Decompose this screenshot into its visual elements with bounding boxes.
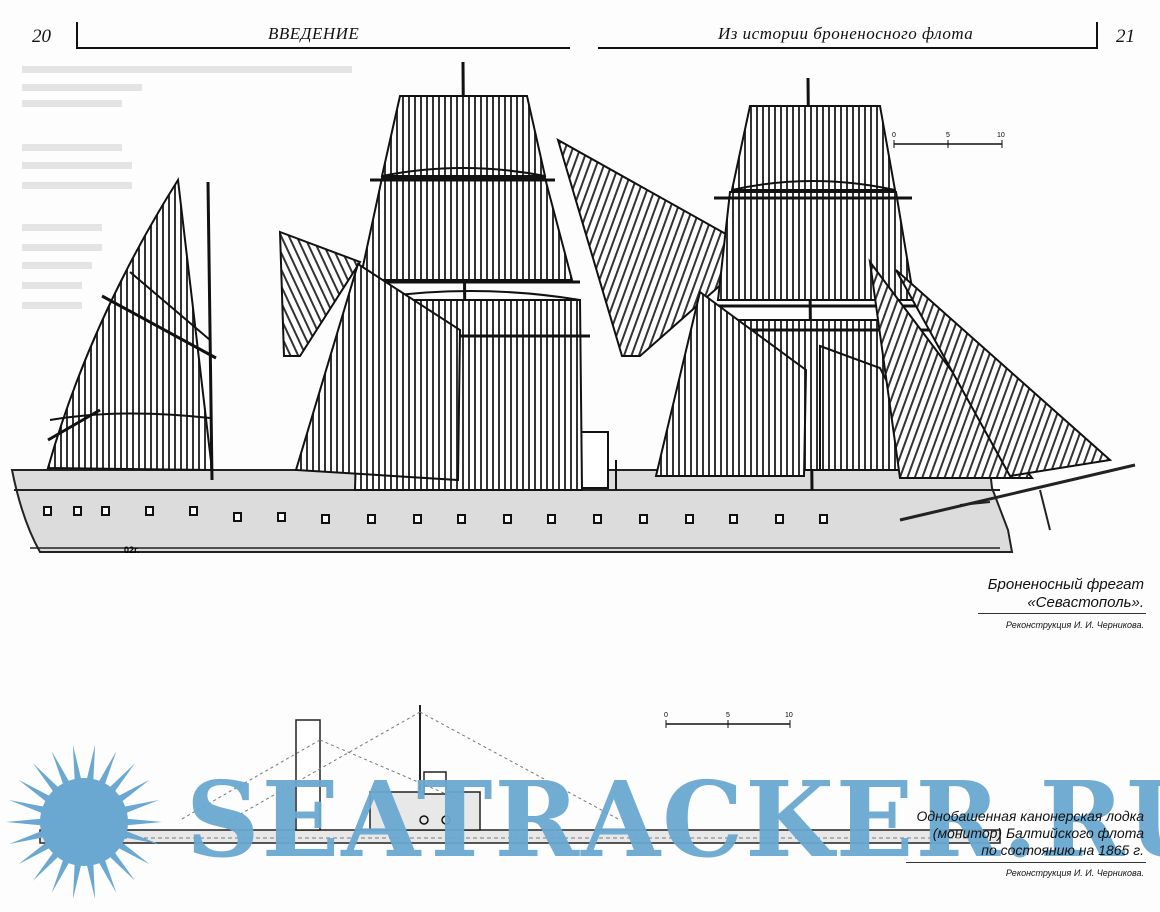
sun-ray bbox=[6, 818, 45, 826]
svg-text:10: 10 bbox=[785, 712, 793, 719]
frigate-scale-bar: 0 5 10 bbox=[892, 132, 1005, 148]
frigate-credit-wrap: Реконструкция И. И. Черникова. bbox=[1006, 614, 1144, 630]
frigate-caption-rule bbox=[978, 613, 1146, 614]
monitor-caption-rule bbox=[906, 862, 1146, 863]
sun-ray bbox=[72, 744, 82, 784]
sun-ray bbox=[32, 849, 61, 881]
frigate-hull-mark: 02г. bbox=[124, 545, 139, 555]
left-page-number: 20 bbox=[32, 26, 51, 47]
header-rule-right-tick bbox=[1096, 22, 1098, 49]
sun-ray bbox=[9, 800, 47, 815]
sun-ray bbox=[121, 829, 159, 844]
svg-text:0: 0 bbox=[892, 132, 896, 139]
svg-text:5: 5 bbox=[726, 712, 730, 719]
monitor-caption-line1: Однобашенная канонерская лодка bbox=[916, 808, 1145, 824]
right-running-head: Из истории броненосного флота bbox=[718, 24, 974, 43]
monitor-caption: Однобашенная канонерская лодка (монитор)… bbox=[917, 808, 1145, 859]
sun-ray bbox=[51, 856, 71, 893]
monitor-caption-line3: по состоянию на 1865 г. bbox=[981, 842, 1144, 858]
sun-ray bbox=[115, 779, 150, 804]
header-rule-left bbox=[76, 47, 570, 49]
frigate-caption-line1: Броненосный фрегат bbox=[987, 576, 1144, 593]
sun-ray bbox=[18, 840, 53, 865]
monitor-scale-bar: 0 5 10 bbox=[664, 712, 793, 728]
sun-ray bbox=[107, 849, 136, 881]
frigate-credit: Реконструкция И. И. Черникова. bbox=[1005, 620, 1144, 630]
sun-ray bbox=[121, 800, 159, 815]
sun-ray bbox=[72, 860, 82, 900]
sun-ray bbox=[97, 856, 117, 893]
left-running-head: ВВЕДЕНИЕ bbox=[268, 24, 360, 43]
header-rule-right bbox=[598, 47, 1098, 49]
svg-text:10: 10 bbox=[997, 132, 1005, 139]
sun-ray bbox=[86, 860, 96, 900]
monitor-caption-line2: (монитор) Балтийского флота bbox=[932, 825, 1144, 841]
sun-burst-icon bbox=[6, 744, 162, 900]
header-rule-left-tick bbox=[76, 22, 78, 48]
monitor-credit: Реконструкция И. И. Черникова. bbox=[1005, 868, 1144, 878]
sun-ray bbox=[115, 840, 150, 865]
frigate-portholes bbox=[43, 506, 828, 524]
sun-ray bbox=[123, 818, 162, 826]
monitor-drawing: 0 5 10 bbox=[39, 705, 1001, 844]
sun-ray bbox=[9, 829, 47, 844]
sun-ray bbox=[32, 763, 61, 795]
watermark-text: SEATRACKER.RU bbox=[186, 758, 1160, 881]
sun-ray bbox=[51, 751, 71, 788]
monitor-credit-wrap: Реконструкция И. И. Черникова. bbox=[1006, 862, 1144, 878]
right-page-number: 21 bbox=[1116, 26, 1135, 47]
frigate-sevastopol-drawing: 02г. bbox=[10, 61, 1136, 555]
sun-ray bbox=[86, 744, 96, 784]
svg-text:5: 5 bbox=[946, 132, 950, 139]
svg-text:0: 0 bbox=[664, 712, 668, 719]
frigate-caption-line2: «Севастополь». bbox=[1027, 594, 1144, 611]
sun-ray bbox=[97, 751, 117, 788]
frigate-caption: Броненосный фрегат «Севастополь». bbox=[988, 576, 1144, 612]
sun-ray bbox=[18, 779, 53, 804]
sun-ray bbox=[107, 763, 136, 795]
